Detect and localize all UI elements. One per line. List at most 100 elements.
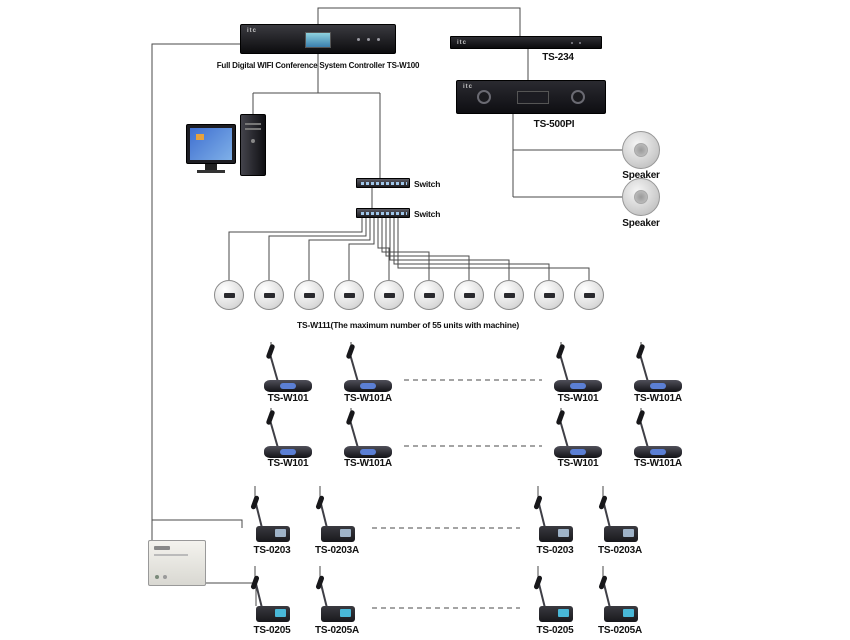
itc-logo: itc xyxy=(463,84,474,90)
itc-logo-mark xyxy=(424,293,435,298)
box-detail-line xyxy=(154,554,188,556)
mic-base xyxy=(344,446,392,458)
mic-capsule xyxy=(555,409,566,426)
ts500pi-label: TS-500PI xyxy=(533,119,575,130)
mic-screen xyxy=(623,609,634,617)
mic-capsule xyxy=(635,409,646,426)
mic-label: TS-0205 xyxy=(253,625,291,636)
ts234-label: TS-234 xyxy=(542,52,574,63)
mic-base xyxy=(604,526,638,542)
wifi-unit xyxy=(334,280,364,310)
amp-display-panel xyxy=(517,91,549,104)
mic-capsule xyxy=(533,495,543,510)
mic-base xyxy=(604,606,638,622)
wifi-unit xyxy=(294,280,324,310)
mic-capsule xyxy=(598,495,608,510)
mic-label: TS-0203A xyxy=(315,545,359,556)
mic-capsule xyxy=(250,495,260,510)
mic-label: TS-W101A xyxy=(344,458,392,469)
ts500pi-amplifier-device: itc xyxy=(456,80,606,114)
wiring-solid xyxy=(151,7,622,606)
itc-logo-mark xyxy=(154,546,170,550)
mic-capsule xyxy=(345,409,356,426)
mic-label: TS-W101A xyxy=(634,393,682,404)
mic-screen xyxy=(650,383,666,389)
wifi-unit xyxy=(534,280,564,310)
computer-monitor xyxy=(186,124,236,164)
amp-knob xyxy=(477,90,491,104)
mic-capsule xyxy=(635,343,646,360)
wifi-unit xyxy=(574,280,604,310)
wifi-unit xyxy=(254,280,284,310)
mic-screen xyxy=(280,383,296,389)
switch-top-label: Switch xyxy=(414,179,441,189)
itc-logo-mark xyxy=(584,293,595,298)
mic-label: TS-0205A xyxy=(315,625,359,636)
mic-base xyxy=(256,526,290,542)
mic-label: TS-W101 xyxy=(267,458,309,469)
conference-mic xyxy=(626,343,690,392)
conference-mic xyxy=(590,494,650,542)
network-switch-top xyxy=(356,178,410,188)
speaker-cone xyxy=(634,143,648,157)
wifi-unit xyxy=(414,280,444,310)
itc-logo-mark xyxy=(224,293,235,298)
mic-capsule xyxy=(315,575,325,590)
mic-base xyxy=(264,380,312,392)
switch-ports xyxy=(361,182,407,185)
mic-screen xyxy=(340,529,351,537)
mic-screen xyxy=(275,609,286,617)
monitor-base xyxy=(197,170,225,173)
mic-base xyxy=(321,606,355,622)
mic-base xyxy=(539,606,573,622)
speaker-top-label: Speaker xyxy=(622,170,660,181)
monitor-stand xyxy=(205,164,217,170)
itc-logo: itc xyxy=(247,28,258,34)
power-extension-box xyxy=(148,540,206,586)
ts234-led xyxy=(579,42,581,44)
mic-screen xyxy=(280,449,296,455)
mic-label: TS-W101A xyxy=(344,393,392,404)
itc-logo-mark xyxy=(264,293,275,298)
mic-capsule xyxy=(345,343,356,360)
conference-mic xyxy=(336,343,400,392)
wifi-unit xyxy=(214,280,244,310)
controller-screen xyxy=(305,32,331,48)
speaker-cone xyxy=(634,190,648,204)
mic-capsule xyxy=(265,343,276,360)
mic-capsule xyxy=(250,575,260,590)
conference-mic xyxy=(525,494,585,542)
conference-mic xyxy=(242,494,302,542)
mic-label: TS-W101A xyxy=(634,458,682,469)
itc-logo-mark xyxy=(504,293,515,298)
box-led xyxy=(163,575,167,579)
monitor-screen xyxy=(190,128,232,160)
mic-screen xyxy=(650,449,666,455)
monitor-desktop-graphic xyxy=(196,134,204,140)
mic-base xyxy=(539,526,573,542)
mic-screen xyxy=(558,529,569,537)
mic-screen xyxy=(570,449,586,455)
conference-controller-device: itc xyxy=(240,24,396,54)
mic-base xyxy=(321,526,355,542)
mic-label: TS-0205A xyxy=(598,625,642,636)
conference-mic xyxy=(256,409,320,458)
conference-mic xyxy=(307,574,367,622)
itc-logo-mark xyxy=(344,293,355,298)
wifi-unit xyxy=(374,280,404,310)
conference-mic xyxy=(546,409,610,458)
conference-mic xyxy=(546,343,610,392)
mic-capsule xyxy=(555,343,566,360)
conference-mic xyxy=(307,494,367,542)
mic-screen xyxy=(340,609,351,617)
mic-screen xyxy=(360,383,376,389)
mic-label: TS-W101 xyxy=(557,458,599,469)
mic-base xyxy=(264,446,312,458)
mic-label: TS-0203 xyxy=(253,545,291,556)
mic-capsule xyxy=(265,409,276,426)
controller-button xyxy=(357,38,360,41)
mic-screen xyxy=(360,449,376,455)
itc-logo: itc xyxy=(457,40,468,46)
mic-capsule xyxy=(533,575,543,590)
